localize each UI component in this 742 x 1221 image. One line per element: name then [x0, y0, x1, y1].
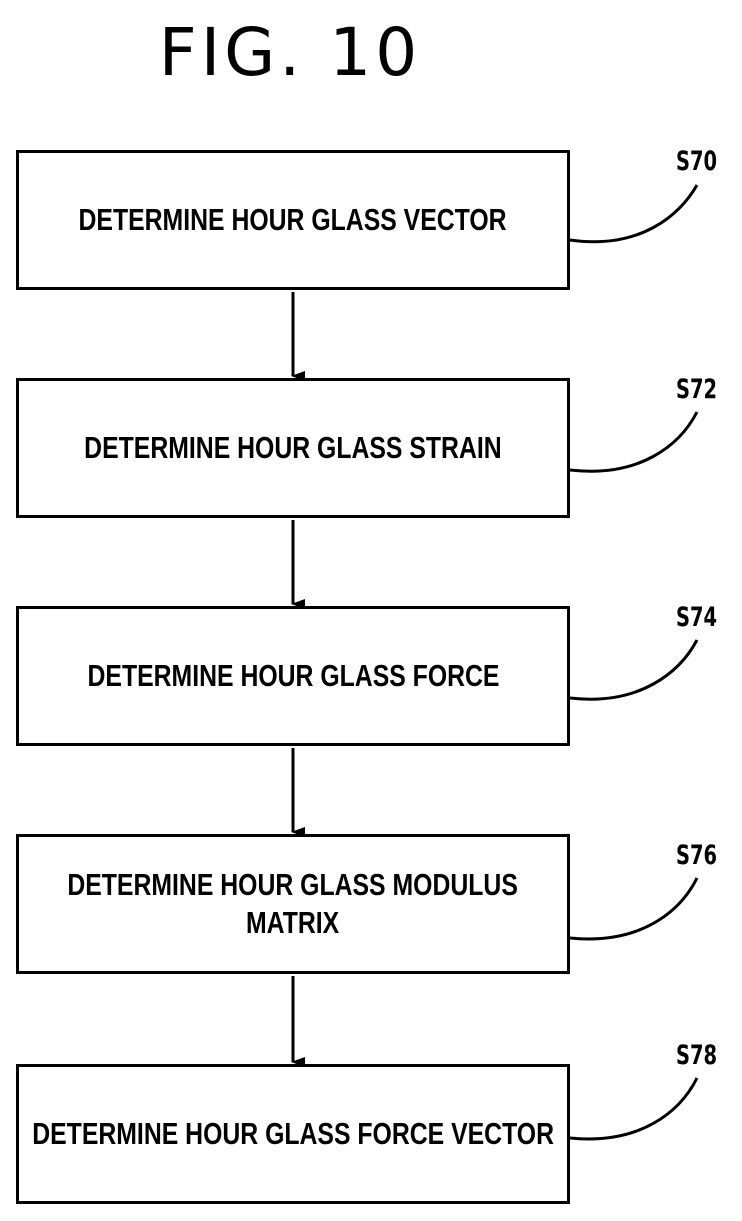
step-text-s78: DETERMINE HOUR GLASS FORCE VECTOR	[32, 1116, 554, 1151]
step-text-s70: DETERMINE HOUR GLASS VECTOR	[78, 202, 508, 237]
leader-line-s72	[569, 411, 699, 473]
leader-line-s74	[569, 639, 699, 701]
step-box-s74: DETERMINE HOUR GLASS FORCE	[16, 606, 570, 746]
leader-line-s76	[569, 877, 699, 941]
ref-label-s78: S78	[676, 1040, 718, 1071]
step-text-s74: DETERMINE HOUR GLASS FORCE	[87, 658, 499, 693]
step-text-s72: DETERMINE HOUR GLASS STRAIN	[84, 430, 502, 465]
ref-label-s72: S72	[676, 374, 718, 405]
step-text-s76: DETERMINE HOUR GLASS MODULUS MATRIX	[68, 866, 519, 942]
ref-label-s76: S76	[676, 840, 718, 871]
step-box-s76: DETERMINE HOUR GLASS MODULUS MATRIX	[16, 834, 570, 974]
figure-title: FIG. 10	[158, 14, 422, 91]
leader-line-s78	[569, 1077, 699, 1141]
ref-label-s74: S74	[676, 602, 718, 633]
leader-line-s70	[569, 184, 699, 244]
step-box-s72: DETERMINE HOUR GLASS STRAIN	[16, 378, 570, 518]
step-text-s76-line1: DETERMINE HOUR GLASS MODULUS	[67, 867, 519, 902]
step-box-s70: DETERMINE HOUR GLASS VECTOR	[16, 150, 570, 290]
step-text-s76-line2: MATRIX	[246, 905, 340, 940]
step-box-s78: DETERMINE HOUR GLASS FORCE VECTOR	[16, 1064, 570, 1204]
ref-label-s70: S70	[676, 146, 718, 177]
